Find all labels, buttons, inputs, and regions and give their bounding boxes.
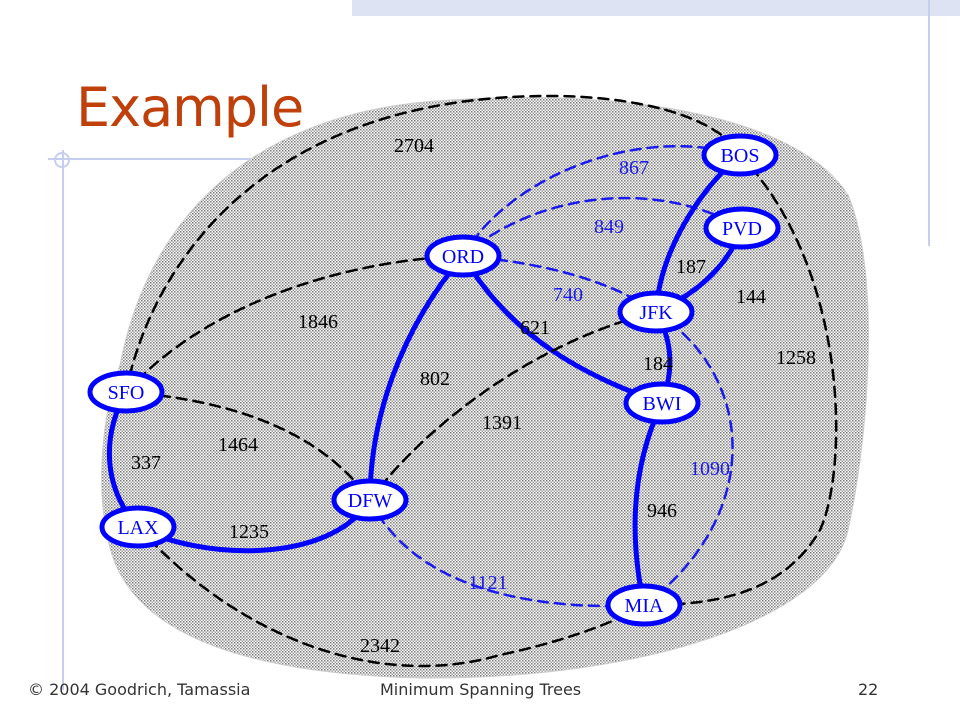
- node-lax: LAX: [99, 505, 177, 549]
- node-label-sfo: SFO: [108, 382, 145, 404]
- node-jfk: JFK: [617, 290, 695, 334]
- edge-jfk-mia: [642, 310, 734, 607]
- node-label-jfk: JFK: [639, 302, 673, 324]
- node-shape-jfk: [617, 290, 695, 334]
- node-shape-lax: [99, 505, 177, 549]
- node-shape-mia: [605, 583, 683, 627]
- node-label-mia: MIA: [625, 595, 664, 617]
- edge-weight-sfo-lax: 337: [131, 452, 161, 474]
- edge-sfo-bos: [124, 94, 742, 394]
- node-shape-bwi: [623, 381, 701, 425]
- node-shape-ord: [424, 234, 502, 278]
- node-mia: MIA: [605, 583, 683, 627]
- node-label-bos: BOS: [721, 145, 760, 167]
- edge-bwi-mia: [632, 400, 665, 608]
- edge-sfo-dfw: [124, 390, 372, 502]
- edge-weight-lax-dfw: 1235: [229, 521, 269, 543]
- node-sfo: SFO: [87, 370, 165, 414]
- node-bos: BOS: [701, 133, 779, 177]
- edge-weight-ord-jfk: 740: [553, 284, 583, 306]
- node-label-bwi: BWI: [643, 393, 682, 415]
- edge-weight-ord-bos: 867: [619, 157, 649, 179]
- right-decoration-line: [928, 0, 930, 246]
- node-dfw: DFW: [331, 478, 409, 522]
- edge-ord-dfw: [367, 253, 466, 503]
- node-label-pvd: PVD: [722, 218, 762, 240]
- edge-weight-lax-mia: 2342: [360, 635, 400, 657]
- edge-weight-jfk-bwi: 184: [643, 353, 673, 375]
- top-decoration-bar: [352, 0, 960, 16]
- node-label-dfw: DFW: [348, 490, 393, 512]
- edge-weight-dfw-jfk: 1391: [482, 412, 522, 434]
- nodes-layer: BOS PVD ORD JFK SFO BWI DFW LAX MIA: [87, 133, 781, 627]
- edge-ord-bos: [461, 144, 742, 258]
- decoration-circle: [54, 152, 70, 168]
- node-bwi: BWI: [623, 381, 701, 425]
- edge-dfw-jfk: [368, 310, 658, 502]
- node-pvd: PVD: [703, 206, 781, 250]
- edge-weight-ord-bwi: 621: [520, 317, 550, 339]
- edge-lax-mia: [136, 525, 646, 668]
- node-shape-sfo: [87, 370, 165, 414]
- edge-weight-bwi-mia: 946: [647, 500, 677, 522]
- edge-weight-jfk-mia: 1090: [690, 458, 730, 480]
- edge-weight-bos-mia: 1258: [776, 347, 816, 369]
- footer-title: Minimum Spanning Trees: [380, 680, 582, 699]
- node-label-ord: ORD: [442, 246, 484, 268]
- edge-weight-ord-pvd: 849: [594, 216, 624, 238]
- page-number: 22: [858, 680, 879, 699]
- title-underline: [48, 158, 288, 160]
- left-decoration-line: [62, 150, 64, 690]
- edge-weight-jfk-pvd: 144: [736, 286, 766, 308]
- node-label-lax: LAX: [117, 517, 159, 539]
- edge-weight-sfo-dfw: 1464: [218, 434, 258, 456]
- page-title: Example: [76, 76, 304, 139]
- node-shape-dfw: [331, 478, 409, 522]
- node-ord: ORD: [424, 234, 502, 278]
- edge-weight-jfk-bos: 187: [676, 256, 706, 278]
- edge-weight-ord-dfw: 802: [420, 368, 450, 390]
- node-shape-bos: [701, 133, 779, 177]
- node-shape-pvd: [703, 206, 781, 250]
- edge-sfo-ord: [124, 254, 465, 394]
- edge-weight-sfo-ord: 1846: [298, 311, 338, 333]
- footer-copyright: © 2004 Goodrich, Tamassia: [28, 680, 251, 699]
- edge-bos-mia: [642, 153, 838, 607]
- edge-ord-pvd: [461, 196, 744, 258]
- edge-weight-dfw-mia: 1121: [468, 572, 507, 594]
- edge-weight-sfo-bos: 2704: [394, 135, 434, 157]
